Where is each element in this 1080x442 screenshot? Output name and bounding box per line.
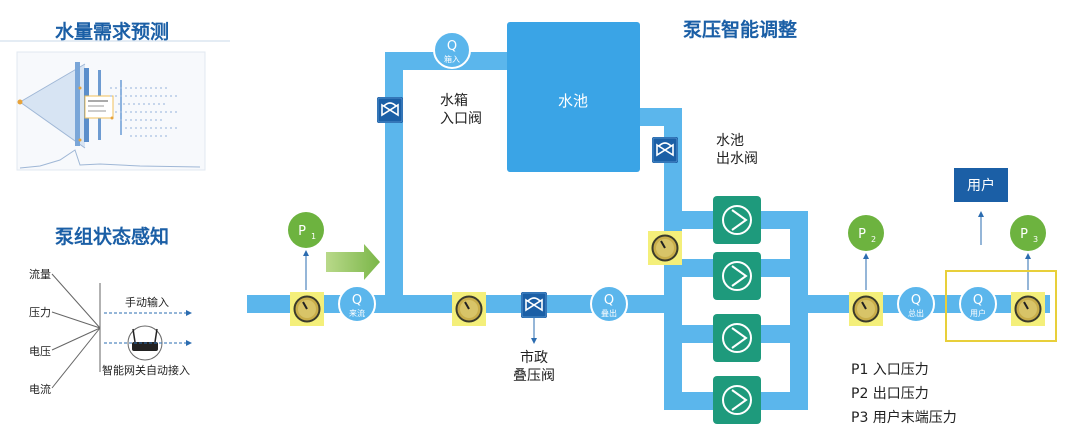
svg-text:2: 2 [871, 235, 876, 244]
tank-inlet-valve-label-1: 水箱 [440, 93, 468, 109]
pressure-gauge-icon-incoming [452, 292, 486, 326]
tank-outlet-valve-icon [652, 137, 678, 163]
forecast-chart-thumbnail [16, 51, 206, 171]
flow-meter-incoming: Q 来流 [338, 285, 376, 323]
input-label-voltage: 电压 [29, 345, 51, 358]
water-tank [507, 22, 640, 172]
manual-input-label: 手动输入 [125, 295, 169, 309]
input-label-current: 电流 [29, 382, 51, 396]
user-box [954, 168, 1008, 202]
flow-meter-user: Q 用户 [959, 285, 997, 323]
legend-p1: P1 入口压力 [851, 362, 929, 378]
tank-outlet-valve-label-2: 出水阀 [716, 151, 758, 167]
svg-text:用户: 用户 [970, 308, 986, 318]
municipal-valve-label-2: 叠压阀 [513, 368, 555, 384]
svg-text:Q: Q [447, 39, 457, 54]
legend-p2: P2 出口压力 [851, 386, 929, 402]
svg-text:P: P [858, 227, 866, 242]
municipal-valve-icon [521, 292, 547, 318]
flow-direction-arrow [326, 244, 380, 280]
pump-icon-4 [713, 376, 761, 424]
tank-inlet-valve-label-2: 入口阀 [440, 111, 482, 127]
user-box-label: 用户 [967, 177, 995, 194]
svg-text:P: P [298, 224, 306, 239]
municipal-valve-label-1: 市政 [520, 349, 548, 366]
svg-text:箱入: 箱入 [444, 54, 460, 64]
pressure-point-p1: P 1 [288, 212, 324, 290]
svg-text:Q: Q [604, 293, 614, 308]
svg-text:1: 1 [311, 232, 316, 241]
svg-text:叠出: 叠出 [601, 308, 617, 318]
tank-outlet-valve-label-1: 水池 [716, 133, 744, 149]
input-label-flow: 流量 [29, 267, 51, 281]
pressure-point-p3: P 3 [1010, 215, 1046, 290]
flow-meter-stacked: Q 叠出 [590, 285, 628, 323]
pump-icon-3 [713, 314, 761, 362]
svg-text:Q: Q [911, 293, 921, 308]
title-pump-adjust: 泵压智能调整 [683, 18, 797, 41]
svg-text:3: 3 [1033, 235, 1038, 244]
input-label-pressure: 压力 [29, 306, 51, 319]
water-tank-label: 水池 [558, 92, 588, 110]
title-status-sensing: 泵组状态感知 [55, 225, 169, 248]
svg-text:总出: 总出 [908, 308, 924, 318]
flow-meter-tank-in: Q 箱入 [433, 31, 471, 69]
title-demand-forecast: 水量需求预测 [55, 20, 169, 43]
gateway-label: 智能网关自动接入 [102, 363, 190, 377]
pump-icon-2 [713, 252, 761, 300]
flow-meter-total: Q 总出 [897, 285, 935, 323]
user-end-highlight [945, 270, 1057, 342]
svg-text:P: P [1020, 227, 1028, 242]
svg-text:Q: Q [973, 293, 983, 308]
pressure-gauge-icon-p3 [1011, 292, 1045, 326]
pressure-point-p2: P 2 [848, 215, 884, 290]
pressure-gauge-icon-tank-out [648, 231, 682, 265]
pressure-gauge-icon-p2 [849, 292, 883, 326]
input-converge-lines [51, 273, 101, 389]
svg-text:Q: Q [352, 293, 362, 308]
svg-text:来流: 来流 [349, 308, 365, 318]
legend-p3: P3 用户末端压力 [851, 409, 957, 426]
tank-inlet-valve-icon [377, 97, 403, 123]
pump-icon-1 [713, 196, 761, 244]
pressure-gauge-icon-p1 [290, 292, 324, 326]
